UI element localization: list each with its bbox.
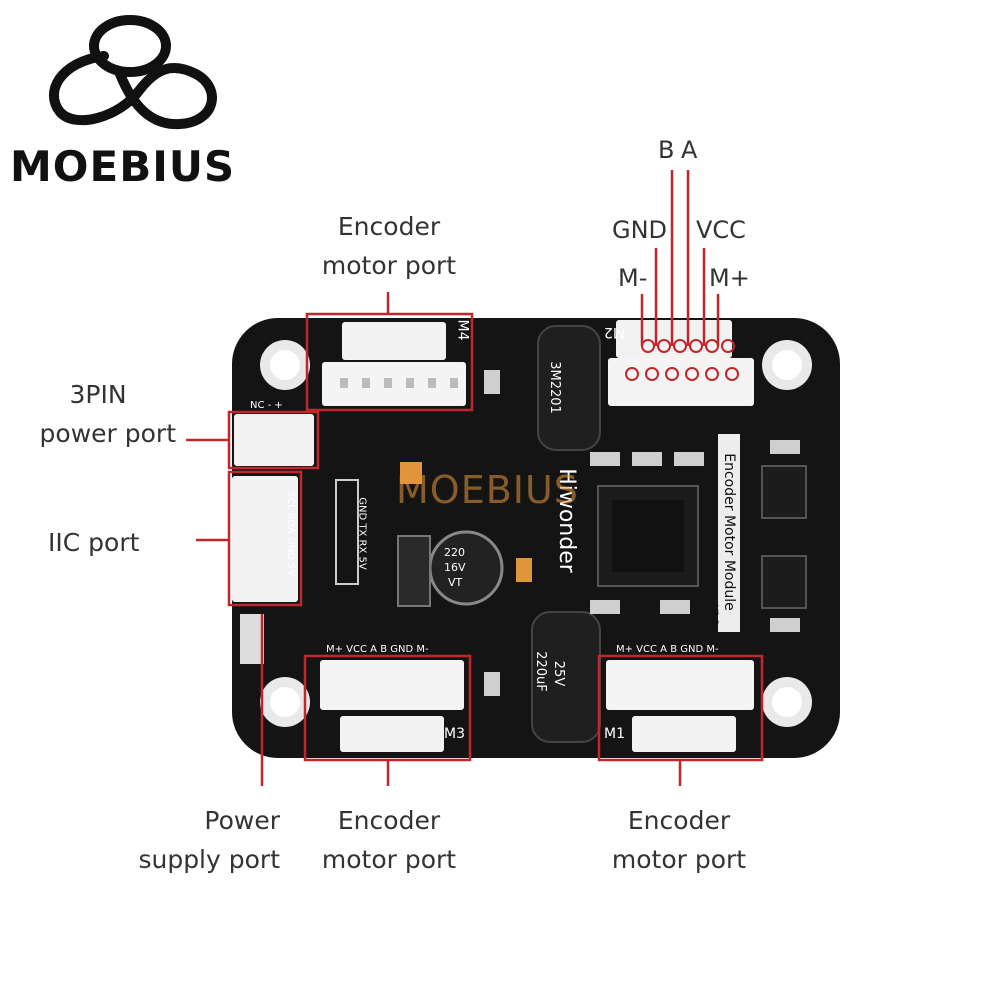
cap-small-3: VT <box>448 576 463 589</box>
brand-name: MOEBIUS <box>10 142 236 191</box>
silk-version: V1.3 <box>709 604 720 626</box>
pin-label-m-minus: M- <box>618 264 648 292</box>
pcb-board <box>232 318 840 758</box>
smd-led <box>400 462 422 484</box>
cap-large-1: 220uF <box>532 651 548 692</box>
m3-large-connector <box>320 660 464 710</box>
callout-box-top <box>305 312 474 412</box>
silk-pin-row-bottom-right: M+ VCC A B GND M- <box>616 644 719 655</box>
uart-header <box>335 479 359 585</box>
driver-chip <box>761 465 807 519</box>
watermark-text: MOEBIUS <box>396 468 579 512</box>
m4-small-connector <box>342 322 446 360</box>
silk-m1: M1 <box>604 726 625 742</box>
power3-connector <box>234 414 314 466</box>
silk-m3: M3 <box>444 726 465 742</box>
driver-chip <box>761 555 807 609</box>
silk-iic-pins: SCL SDA GND 5V <box>285 490 297 577</box>
module-label-strip <box>718 434 740 632</box>
m1-small-connector <box>632 716 736 752</box>
iic-connector <box>232 476 298 602</box>
silk-pin-row-bottom-left: M+ VCC A B GND M- <box>326 644 429 655</box>
m4-large-connector <box>322 362 466 406</box>
silk-uart-pins: GND TX RX 5V <box>356 497 368 570</box>
pin-label-a: A <box>681 136 698 164</box>
capacitor-small <box>428 530 504 606</box>
cap-top-label: 3M2201 <box>546 361 562 414</box>
pin-label-b: B <box>658 136 675 164</box>
label-iic-port: IIC port <box>48 528 140 557</box>
diode <box>397 535 431 607</box>
cap-small-1: 220 <box>444 546 465 559</box>
moebius-logo-icon <box>48 15 217 130</box>
pin-marks <box>625 339 739 381</box>
m2-large-connector <box>608 358 754 406</box>
cap-small-2: 16V <box>444 561 466 574</box>
cap-large-2: 25V <box>551 660 567 687</box>
m3-small-connector <box>340 716 444 752</box>
callout-box-iic <box>227 470 303 607</box>
silk-power-pins: NC - + <box>250 400 283 411</box>
silk-module: Encoder Motor Module <box>720 453 737 611</box>
power-supply-pads <box>240 614 264 664</box>
smd-led <box>516 558 532 582</box>
silk-m2: M2 <box>604 324 625 340</box>
m1-large-connector <box>606 660 754 710</box>
pin-label-vcc: VCC <box>696 216 746 244</box>
pin-label-m-plus: M+ <box>709 264 750 292</box>
silk-m4: M4 <box>454 319 471 341</box>
capacitor-top <box>537 325 601 451</box>
pin-label-gnd: GND <box>612 216 668 244</box>
